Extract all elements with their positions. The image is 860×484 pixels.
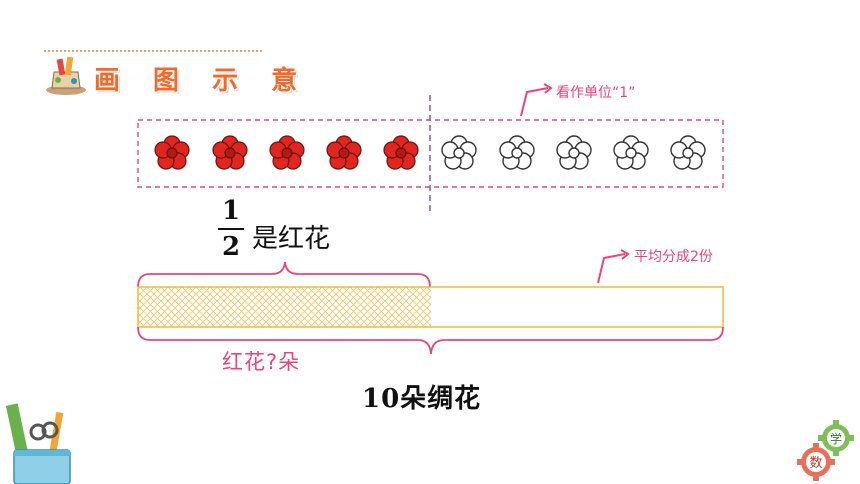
outline-flower	[670, 135, 706, 170]
outline-flower	[441, 135, 477, 170]
gears-icon: 学 数	[797, 420, 854, 481]
unit-arrow	[520, 87, 549, 117]
red-count-label: 红花?朵	[222, 350, 301, 374]
outline-flowers	[441, 135, 706, 170]
fraction-suffix: 是红花	[252, 224, 331, 254]
unit-label: 看作单位“1”	[556, 85, 636, 101]
total-label: 10朵绸花	[362, 384, 482, 414]
fraction-numerator: 1	[221, 196, 241, 226]
bottom-brace	[137, 326, 724, 355]
red-flower	[269, 135, 305, 170]
split-arrow	[597, 253, 626, 284]
gear-char-top: 学	[830, 431, 842, 446]
outline-flower	[499, 135, 535, 170]
pencil-cup-icon	[46, 56, 86, 95]
red-flower	[326, 135, 362, 170]
outline-flower	[556, 135, 592, 170]
bar-outline	[137, 286, 724, 328]
bar-shaded-half	[138, 287, 431, 327]
outline-flower	[613, 135, 649, 170]
red-flower	[212, 135, 248, 170]
gear-char-bottom: 数	[809, 456, 822, 471]
red-flower	[383, 135, 419, 170]
header-divider	[44, 50, 262, 52]
split-label: 平均分成2份	[634, 249, 713, 265]
red-flower	[154, 135, 190, 170]
fraction: 1 2	[214, 198, 248, 260]
fraction-bar	[218, 228, 244, 230]
stationery-icon	[6, 403, 71, 484]
section-title: 画 图 示 意	[94, 66, 310, 96]
fraction-denominator: 2	[221, 232, 241, 262]
red-flowers	[154, 135, 419, 170]
top-brace	[137, 261, 431, 288]
